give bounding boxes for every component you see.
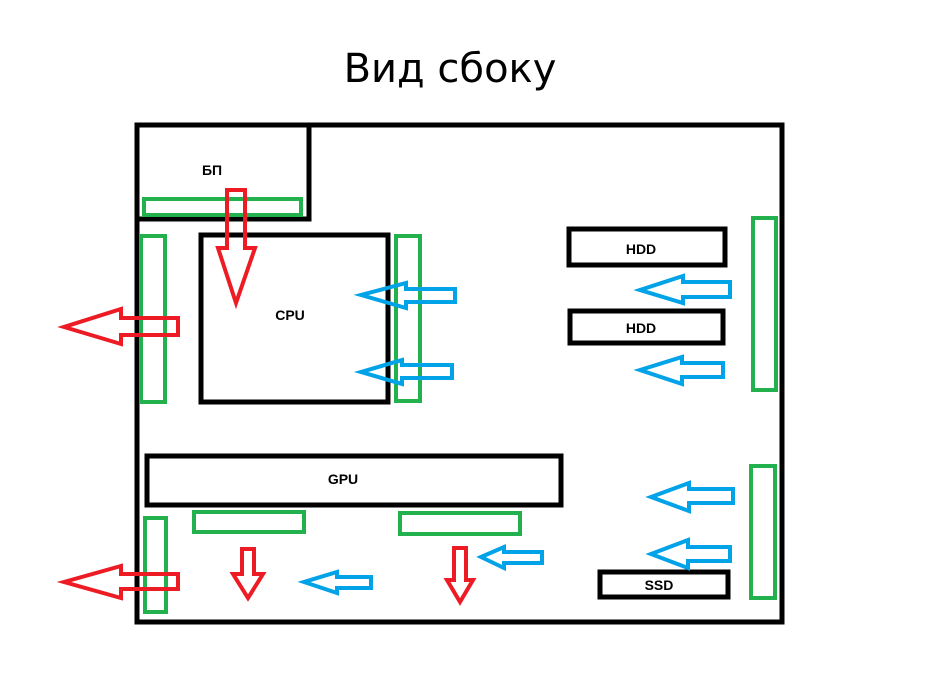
cpu-cooler-fan [394,234,422,403]
intake-arrow-hdd-bottom [633,354,725,387]
rear-exhaust-fan-bottom [143,516,168,614]
cpu-box [198,232,391,405]
hdd-box-2 [567,308,726,346]
intake-arrow-front-bottom-1 [645,480,735,514]
psu-label: БП [202,162,222,178]
gpu-label: GPU [328,471,358,487]
intake-arrow-cpu-top [353,280,457,311]
hdd-label-1: HDD [626,241,656,257]
intake-arrow-gpu-middle [297,569,373,596]
psu-fan [142,197,303,217]
intake-arrow-cpu-bottom [353,357,454,387]
front-intake-fan-top [751,216,778,392]
case-outline [134,122,785,625]
gpu-fan-right [398,511,522,536]
exhaust-arrow-psu-down [215,188,258,310]
hdd-label-2: HDD [626,320,656,336]
exhaust-arrow-rear-bottom [56,563,180,601]
exhaust-arrow-gpu-left [229,547,267,602]
intake-arrow-front-bottom-2 [645,537,732,571]
intake-arrow-hdd-top [633,273,732,306]
gpu-box [144,453,564,508]
intake-arrow-gpu-right [476,543,544,572]
cpu-label: CPU [275,307,305,323]
ssd-label: SSD [645,577,674,593]
ssd-box [597,569,731,600]
diagram-title: Вид сбоку [343,46,557,92]
front-intake-fan-bottom [749,464,777,600]
hdd-box-1 [566,226,728,268]
exhaust-arrow-rear-top [57,306,180,347]
case-body [134,122,785,625]
gpu-fan-left [192,510,306,534]
exhaust-arrow-gpu-right [443,546,477,606]
psu-compartment [137,125,312,222]
